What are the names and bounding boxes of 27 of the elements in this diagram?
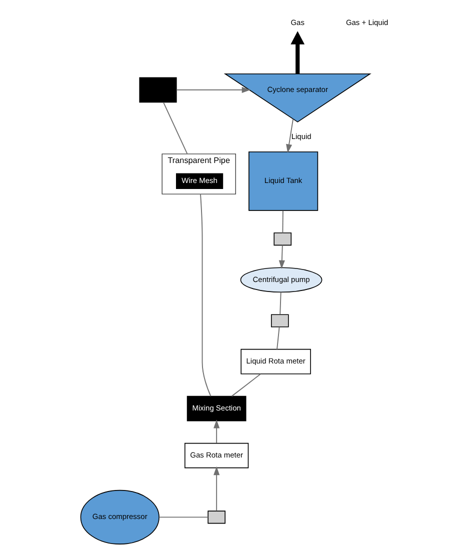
node-text: Gas <box>290 18 304 28</box>
node-valve <box>270 314 289 328</box>
arrow <box>278 244 285 270</box>
node-box: Mixing Section <box>186 396 246 422</box>
connector <box>162 102 188 154</box>
arrow <box>214 466 220 512</box>
node-box: Liquid Rota meter <box>240 348 311 374</box>
node-ellipse: Gas compressor <box>80 490 160 544</box>
arrow <box>286 118 294 154</box>
connector <box>282 210 284 234</box>
node-box <box>139 77 177 103</box>
arrow <box>290 31 305 74</box>
connector <box>231 374 262 397</box>
connector <box>280 292 282 315</box>
arrow <box>176 86 251 93</box>
connector <box>276 326 280 350</box>
arrow <box>214 420 220 444</box>
node-box: Wire Mesh <box>176 173 224 190</box>
connector <box>158 516 209 518</box>
edge-label: Liquid <box>291 132 312 141</box>
node-ellipse: Centrifugal pump <box>240 267 322 293</box>
node-box: Liquid Tank <box>248 151 318 211</box>
node-valve <box>208 510 226 524</box>
connector <box>200 194 212 397</box>
node-valve <box>274 232 292 246</box>
label: Gas + Liquid <box>346 18 388 28</box>
node-box: Gas Rota meter <box>184 442 249 468</box>
